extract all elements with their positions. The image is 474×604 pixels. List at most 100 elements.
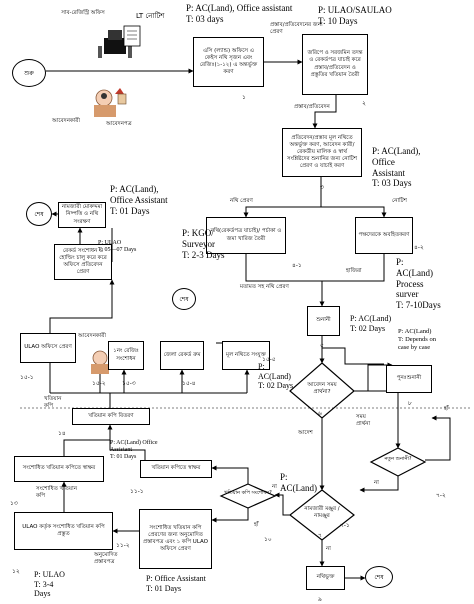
step-12: ১২ [12, 569, 20, 575]
step-7b: ৭-২ [436, 493, 446, 499]
note-n13: P: ULAO T: 3-4 Days [34, 570, 65, 599]
note-n11: P: AC(Land) [280, 472, 317, 493]
decision-d3: খতিয়ান কপি সংশোধন? [224, 490, 272, 496]
step-5: ৫ [320, 343, 324, 349]
lt-notice-figure [123, 25, 141, 47]
edge-label-e9: হাঁ [444, 406, 449, 412]
process-box-19: নথিভুক্ত [306, 566, 345, 590]
step-4a: ৪-১ [292, 263, 302, 269]
edge-label-e8: সময় প্রার্থনা [356, 414, 371, 427]
process-box-17: ULAO কর্তৃক সংশোধিত খতিয়ান কপি প্রস্তুত [14, 512, 113, 550]
process-box-14: খতিয়ান কপি বিতরণ [72, 408, 150, 425]
end-label: শেষ [179, 295, 189, 303]
step-15c: ১৫-৩ [122, 381, 136, 387]
process-box-7: পুনঃশুনানী [386, 365, 432, 393]
note-n10: P: AC(Land) T: Depends on case by case [398, 328, 436, 351]
edge-label-e17: অনুমোদিত প্রস্তাবপত্র [94, 552, 118, 565]
step-10: ১০ [264, 537, 272, 543]
note-n14: P: Office Assistant T: 01 Days [146, 574, 206, 593]
edge-label-e10: না [374, 480, 379, 486]
office-figure [98, 30, 132, 58]
step-15d: ১৫-৪ [182, 381, 196, 387]
decision-d4: নতুন শুনানী? [384, 456, 412, 462]
process-box-3: প্রতিবেদন/প্রস্তাব মূল নথিতে অন্তর্ভুক্ত… [282, 128, 362, 177]
office-label: সাব-রেজিস্ট্রি অফিস [61, 10, 105, 16]
note-n8: P: AC(Land) T: 02 Days [350, 314, 392, 333]
decision-d1: আবেদন সময় প্রার্থনা? [307, 382, 337, 395]
note-n9: P: AC(Land) T: 02 Days [258, 362, 294, 391]
edge-label-e12: হাঁ [254, 522, 259, 528]
step-6: ৬ [318, 411, 322, 417]
edge-label-e1: প্রস্তাব/প্রতিবেদনের জন্য প্রেরণ [270, 22, 323, 35]
process-box-10: ULAO অফিসে প্রেরণ [20, 333, 76, 363]
figure-group [91, 25, 141, 374]
edge-b3-to-b5 [321, 206, 387, 218]
edge-d4-no [359, 476, 399, 493]
step-13: ১৩ [10, 501, 18, 507]
step-8: ৮ [408, 401, 412, 407]
process-box-18: সংশোধিত খতিয়ান কপি প্রেরণের জন্য অনুমোদ… [139, 509, 212, 569]
edge-label-e11: না [272, 484, 277, 490]
applicant-figure [94, 89, 116, 117]
step-15e: ১৫-৫ [262, 357, 276, 363]
note-n4: P: KGO/ Surveyor T: 2-3 Days [182, 228, 225, 260]
start-terminal: শুরু [12, 59, 46, 87]
note-n6: P: AC(Land), Office Assistant T: 01 Days [110, 184, 168, 216]
application-label: আবেদনপত্র [106, 121, 132, 127]
decision-d2-shape [289, 489, 355, 541]
step-2: ২ [362, 101, 366, 107]
applicant-label-2: আবেদনকারী [78, 333, 106, 339]
process-box-4: নথি(রেকর্ডপত্র যাচাই)/ পর্চাকা ও জমা খার… [206, 217, 286, 254]
step-15b: ১৫-২ [92, 381, 106, 387]
note-n3: P: AC(Land), Office Assistant T: 03 Days [372, 146, 421, 189]
edge-label-e5: হাজিরা [346, 268, 362, 274]
process-box-1: এসি (ল্যান্ড) অফিসে এ কেইস নথি সৃজন এবং … [193, 37, 264, 87]
note-n7: P: ULAO T: 05—07 Days [98, 240, 137, 254]
step-15a: ১৫-১ [20, 375, 34, 381]
step-1: ১ [242, 95, 246, 101]
application-figure [115, 88, 127, 105]
edge-label-e3: নথি প্রেরণ [230, 198, 253, 204]
process-box-12: জেলা রেকর্ড রুম [160, 341, 204, 370]
note-n5: P: AC(Land) Process surver T: 7-10Days [396, 257, 441, 311]
end-label: শেষ [374, 573, 384, 581]
edge-label-e4: নোটিশ [392, 198, 407, 204]
end-terminal-top-left: শেষ [26, 202, 52, 226]
step-4b: ৪-২ [414, 245, 424, 251]
note-n12: P: AC(Land) Office Assistant T: 01 Days [110, 440, 158, 461]
decision-d3-shape [219, 483, 277, 509]
applicant-label: আবেদনকারী [52, 118, 80, 124]
decision-d1-shape [289, 362, 355, 419]
edge-b5-to-merge [322, 254, 385, 282]
process-box-11: ১নং রেজিঃ সংশোধন [108, 341, 144, 370]
edge-d3-to-b16 [211, 465, 249, 484]
end-terminal-middle: শেষ [172, 288, 196, 310]
edge-label-e7: আদেশ [298, 430, 313, 436]
process-box-15: সংশোধিত খতিয়ান কপিতে স্বাক্ষর [14, 456, 104, 482]
step-7a: ৭-১ [340, 523, 350, 529]
end-terminal-bottom: শেষ [365, 566, 393, 588]
end-label: শেষ [34, 210, 44, 218]
process-box-13: মূল নথিতে সংযুক্ত [222, 341, 270, 370]
edge-label-e15: খতিয়ান কপি [44, 396, 62, 409]
edge-b10-to-b9 [49, 279, 115, 333]
edge-d2-to-d3 [274, 492, 290, 516]
process-box-8: নামজারী মোকদ্দমা নিষ্পত্তি ও নথি সংরক্ষণ [58, 202, 106, 228]
start-label: শুরু [24, 69, 34, 77]
step-7: ৭ [318, 533, 322, 539]
edge-label-e13: না [326, 546, 331, 552]
edge-b15-to-b14 [63, 439, 110, 456]
edge-b16-to-b14 [107, 424, 146, 468]
note-n2: P: ULAO/SAULAO T: 10 Days [318, 5, 392, 26]
decision-d4-shape [369, 447, 427, 477]
edge-d3-to-b18 [211, 508, 249, 523]
process-box-5: পক্ষদেরকে অবহিতকরণ [355, 217, 413, 254]
edge-d4-yes [425, 415, 451, 461]
process-box-2: জরিপে ও সরজমিন তদন্ত ও রেকর্ডপত্র যাচাই … [302, 34, 368, 95]
edge-b2-to-b3 [312, 95, 337, 129]
step-14: ১৪ [58, 431, 66, 437]
step-9: ৯ [318, 597, 322, 603]
lt-notice-label: LT নোটিশ [136, 12, 165, 20]
